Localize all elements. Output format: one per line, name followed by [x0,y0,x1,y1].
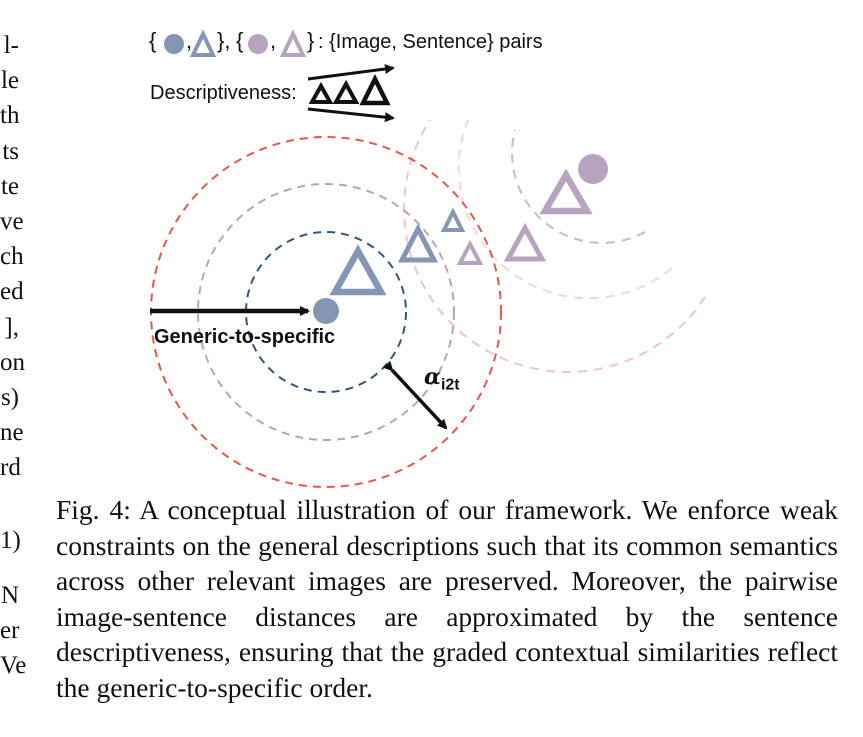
left-column-line: l- [3,32,19,59]
descriptiveness-label: Descriptiveness: [150,82,297,104]
legend-text: : {Image, Sentence} pairs [318,31,543,53]
figure-illustration [150,29,706,488]
legend-open-brace: { [149,28,157,53]
alpha-subscript: i2t [440,376,460,394]
legend-close-brace: }, [217,28,231,53]
left-column-line: ne [0,419,24,447]
purple-image-circle-icon [578,154,608,184]
alpha-symbol: α [424,364,441,390]
legend-close-brace: } [307,28,315,53]
purple-sentence-triangle-large-icon [539,168,593,215]
left-column-line: te [0,172,19,200]
legend-open-brace: { [236,28,244,53]
blue-sentence-triangle-small-icon [440,207,466,232]
alpha-i2t-double-arrow-icon [382,360,448,430]
figure-caption: Fig. 4: A conceptual illustration of our… [56,494,838,703]
legend-blue-triangle-icon [189,29,217,57]
faint-arc-inner [511,129,646,244]
generic-to-specific-label: Generic-to-specific [154,326,336,348]
left-column-line: s) [0,384,19,412]
faint-arcs [402,119,706,373]
legend-comma: , [186,28,193,53]
desc-arrow-down-icon [307,107,395,123]
left-column-line: Ve [0,652,27,680]
left-column-line: th [0,102,20,130]
left-column-line: rd [0,454,21,482]
desc-triangle-medium-icon [332,79,360,104]
legend-comma: , [270,28,277,53]
figure-4: { , }, { , } : {Image, Sentence} pairs D… [149,28,706,488]
purple-sentence-triangle-small-icon [456,239,484,265]
descriptiveness-icons [307,64,395,123]
blue-image-circle-icon [313,298,339,324]
left-column-line: er [0,617,20,645]
desc-triangle-small-icon [308,81,334,104]
legend-purple-circle-icon [248,34,268,54]
legend-icons [164,29,307,57]
left-column-line: ts [2,137,19,165]
faint-arc-middle [457,119,673,300]
middle-purple-circle [197,183,455,441]
legend-purple-triangle-icon [279,29,307,57]
blue-sentence-triangle-medium-icon [397,223,439,263]
left-column-line: ed [0,278,24,306]
blue-sentence-triangle-large-icon [329,244,387,296]
left-column-line: le [0,67,19,95]
desc-triangle-large-icon [359,73,391,106]
legend-blue-circle-icon [164,34,184,54]
left-column-text-fragments: l- le th ts te ve ch ed ], on s) ne rd 1… [0,28,40,728]
alpha-i2t-label: αi2t [424,364,460,394]
equation-number: 1) [0,526,21,554]
left-column-line: ve [0,208,24,236]
left-column-line: ch [0,243,24,271]
purple-sentence-triangle-medium-icon [503,222,547,262]
inner-blue-circle [245,231,407,393]
left-column-line: N [0,582,19,610]
faint-arc-outer [402,119,706,373]
left-column-line: ], [4,313,19,341]
desc-arrow-up-icon [307,64,395,81]
